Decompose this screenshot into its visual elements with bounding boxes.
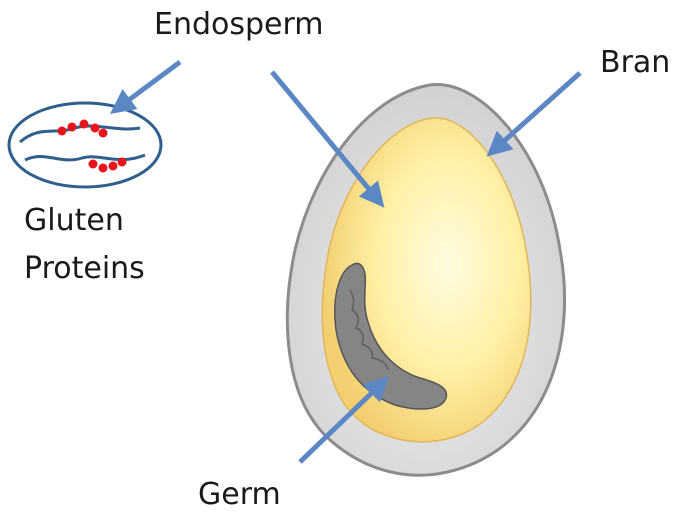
gluten-dot [118,158,127,167]
arrow-to-bran [494,73,580,150]
gluten-dot [80,120,89,129]
gluten-ellipse [9,103,161,187]
gluten-dot [109,162,118,171]
gluten-dot [68,123,77,132]
gluten-dot [99,129,108,138]
proteins-label: Proteins [24,252,145,287]
gluten-dot [99,164,108,173]
gluten-label: Gluten [24,204,124,239]
endosperm-label: Endosperm [154,8,324,43]
gluten-dot [91,124,100,133]
gluten-dot [89,160,98,169]
arrow-to-gluten [118,62,180,108]
gluten-dot [58,127,67,136]
bran-label: Bran [600,46,670,81]
germ-label: Germ [198,478,281,513]
